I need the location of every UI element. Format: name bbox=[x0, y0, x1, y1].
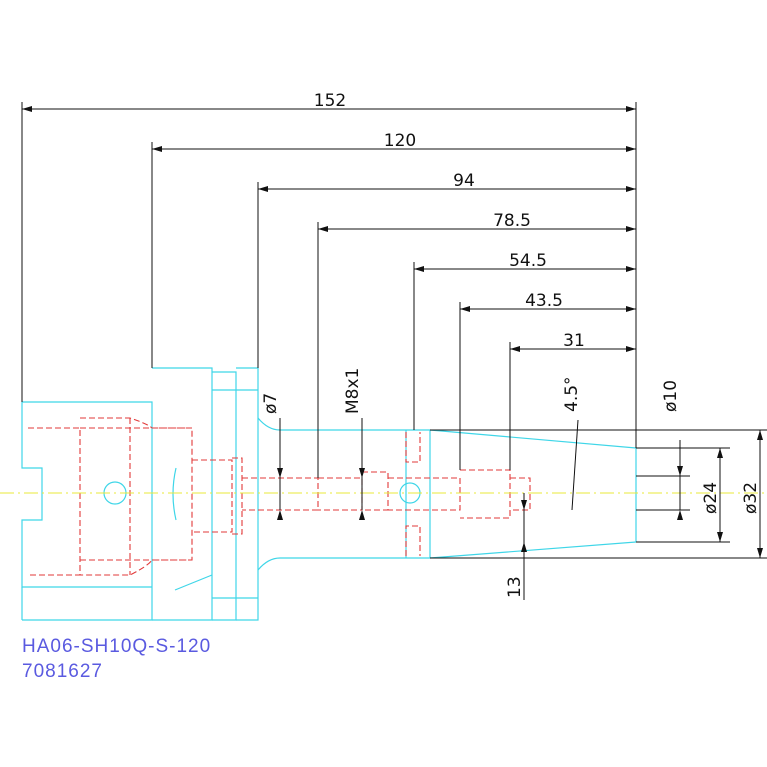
part-number: HA06-SH10Q-S-120 bbox=[22, 636, 211, 657]
dim-152: 152 bbox=[314, 91, 346, 111]
dim-120: 120 bbox=[384, 131, 416, 151]
dim-dia-24: ø24 bbox=[701, 482, 721, 514]
dim-43-5: 43.5 bbox=[525, 291, 563, 311]
dim-31: 31 bbox=[563, 331, 585, 351]
dim-m8x1: M8x1 bbox=[343, 368, 363, 414]
dim-dia-7: ø7 bbox=[261, 393, 281, 414]
dim-13: 13 bbox=[505, 576, 525, 598]
order-number: 7081627 bbox=[22, 661, 103, 682]
dim-94: 94 bbox=[453, 171, 475, 191]
dim-dia-10: ø10 bbox=[661, 380, 681, 412]
dim-78-5: 78.5 bbox=[493, 211, 531, 231]
part-outline bbox=[21, 367, 637, 621]
dim-angle: 4.5° bbox=[562, 376, 582, 412]
dim-54-5: 54.5 bbox=[509, 251, 547, 271]
hidden-lines bbox=[28, 417, 531, 576]
dimension-lines bbox=[21, 102, 767, 600]
dim-dia-32: ø32 bbox=[741, 482, 761, 514]
